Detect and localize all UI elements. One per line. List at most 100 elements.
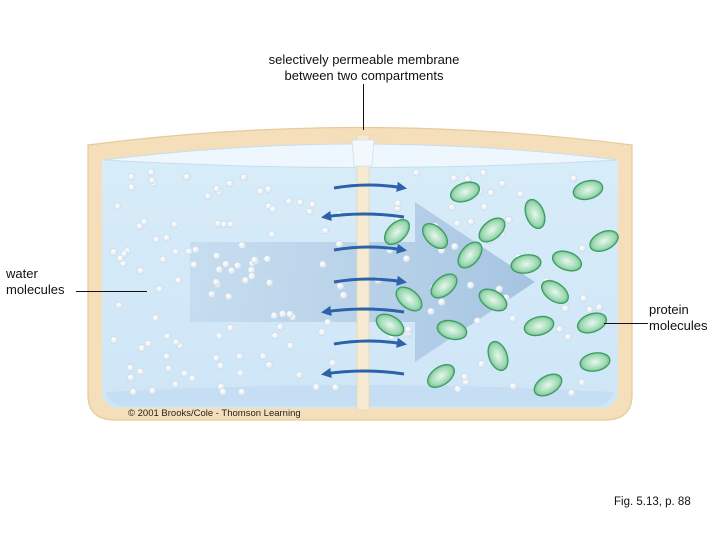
water-molecule-dot <box>585 305 594 314</box>
water-molecule-dot <box>404 325 412 334</box>
protein-molecule-ellipse <box>533 373 563 397</box>
membrane-label-line1: selectively permeable membrane <box>268 52 460 67</box>
water-molecule-dot <box>473 317 482 325</box>
water-molecule-dot <box>312 383 320 391</box>
water-molecule-dot <box>110 336 118 344</box>
water-molecule-dot <box>495 285 503 293</box>
membrane-label-line2: between two compartments <box>284 68 444 83</box>
water-molecule-dot <box>148 387 157 395</box>
water-molecule-dot <box>270 311 278 320</box>
water-molecule-dot <box>264 185 273 193</box>
water-molecule-dot <box>569 174 578 183</box>
water-molecule-dot <box>174 276 183 285</box>
water-molecules <box>109 168 603 397</box>
membrane-leader-line <box>363 84 364 130</box>
water-molecule-dot <box>578 244 586 253</box>
water-molecule-dot <box>234 261 242 270</box>
water-molecule-dot <box>461 373 469 381</box>
water-molecule-dot <box>454 385 462 393</box>
water-molecule-dot <box>183 173 191 181</box>
water-molecule-dot <box>135 222 144 230</box>
water-molecule-dot <box>278 310 287 318</box>
water-molecule-dot <box>171 220 179 229</box>
water-molecule-dot <box>116 254 125 263</box>
water-molecule-dot <box>181 369 189 378</box>
diffusion-arrow <box>320 305 405 316</box>
diffusion-arrow <box>333 181 408 192</box>
water-molecule-dot <box>276 323 284 331</box>
protein-molecule-ellipse <box>457 241 483 269</box>
water-molecule-dot <box>236 352 244 361</box>
water-molecule-dot <box>578 378 586 387</box>
membrane <box>356 134 370 411</box>
water-molecule-dot <box>271 332 279 340</box>
water-molecule-dot <box>269 205 277 214</box>
water-molecule-dot <box>219 388 227 396</box>
water-molecule-dot <box>561 304 569 313</box>
water-molecule-dot <box>155 285 164 293</box>
water-molecule-dot <box>487 189 495 197</box>
water-molecule-dot <box>188 374 197 383</box>
water-molecule-dot <box>222 260 230 268</box>
diffusion-arrow <box>333 243 408 254</box>
water-molecule-dot <box>115 301 123 309</box>
protein-molecule-ellipse <box>541 280 569 304</box>
water-molecule-dot <box>339 291 348 299</box>
water-molecule-dot <box>595 303 603 311</box>
water-molecule-dot <box>236 369 245 377</box>
water-molecule-dot <box>148 176 156 185</box>
water-molecule-dot <box>241 276 250 284</box>
water-molecule-dot <box>265 361 273 369</box>
water-molecule-dot <box>509 382 517 390</box>
water-molecule-dot <box>412 169 421 177</box>
water-molecule-dot <box>159 255 167 264</box>
protein-molecule-ellipse <box>430 273 458 299</box>
water-molecule-dot <box>479 169 488 177</box>
water-molecule-dot <box>137 266 145 275</box>
water-molecule-dot <box>498 180 506 188</box>
water-molecule-dot <box>437 298 446 306</box>
water-molecule-dot <box>212 354 221 362</box>
membrane-label: selectively permeable membrane between t… <box>244 52 484 84</box>
water-molecule-dot <box>448 203 456 212</box>
water-molecule-dot <box>240 173 248 182</box>
water-molecule-dot <box>172 338 181 346</box>
water-molecule-dot <box>138 344 146 352</box>
protein-molecule-ellipse <box>383 218 411 246</box>
protein-molecules <box>375 179 619 397</box>
water-molecule-dot <box>136 367 145 376</box>
diffusion-arrow <box>320 367 405 378</box>
water-molecule-dot <box>268 230 276 239</box>
water-molecule-dot <box>204 192 212 200</box>
water-molecule-dot <box>238 388 246 396</box>
water-molecule-dot <box>238 241 246 250</box>
water-molecule-dot <box>451 242 459 251</box>
water-molecule-dot <box>250 256 259 264</box>
water-molecule-dot <box>212 278 221 286</box>
protein-molecule-ellipse <box>524 198 546 230</box>
protein-molecule-ellipse <box>427 364 455 388</box>
protein-molecule-ellipse <box>375 313 405 337</box>
water-molecule-dot <box>220 220 228 229</box>
water-molecule-dot <box>305 207 314 216</box>
protein-molecule-ellipse <box>576 312 608 334</box>
water-label-line1: water <box>6 266 38 281</box>
water-molecule-dot <box>172 248 180 256</box>
water-molecule-dot <box>336 282 345 290</box>
water-molecule-dot <box>128 183 136 191</box>
protein-molecule-ellipse <box>478 288 508 312</box>
water-molecule-dot <box>319 260 327 268</box>
protein-label-line2: molecules <box>649 318 708 333</box>
water-molecule-dot <box>331 383 340 391</box>
water-molecule-dot <box>318 328 326 336</box>
protein-molecule-ellipse <box>523 315 555 337</box>
water-molecule-dot <box>140 218 149 226</box>
water-label-line2: molecules <box>6 282 65 297</box>
water-molecule-dot <box>394 199 402 208</box>
protein-molecule-ellipse <box>395 286 423 312</box>
protein-molecule-ellipse <box>487 340 509 372</box>
water-molecule-dot <box>263 255 271 263</box>
water-molecule-dot <box>309 200 317 209</box>
water-molecule-dot <box>402 254 411 263</box>
